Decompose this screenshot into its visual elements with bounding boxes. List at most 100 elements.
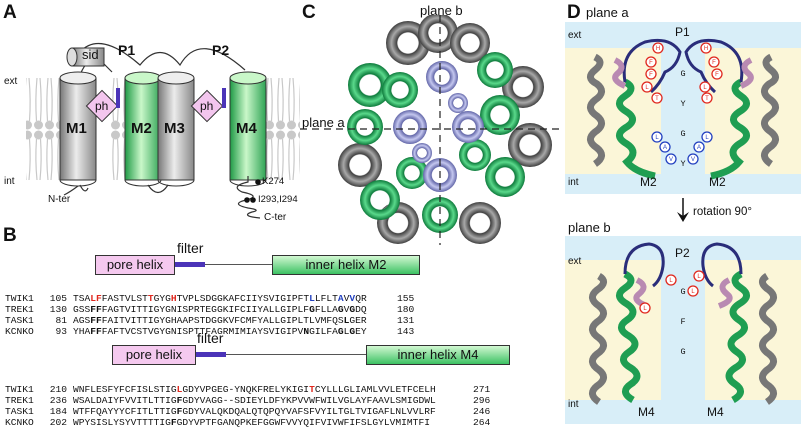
pore-helix-2 [190, 89, 224, 123]
pore-helix-1 [85, 89, 119, 123]
green-helix-right-d2 [725, 270, 750, 404]
lavender-helix-5 [448, 93, 468, 113]
inner-helix-m4-bar: inner helix M4 [366, 345, 510, 365]
c-terminal-tail [236, 176, 261, 219]
sequence-kcnk0-b: WPYSISLYSYVTTTTIGFGDYVPTFGANQPKEFGGWFVVY… [73, 417, 430, 428]
green-helix-9 [396, 157, 428, 189]
green-helix-left-d2 [616, 270, 641, 404]
sequence-task1-b: WTFFQAYYYCFITLTTIGFGDYVALQKDQALQTQPQYVAF… [73, 406, 436, 417]
i293-marker [244, 197, 250, 203]
lavender-helix-6 [412, 143, 432, 163]
filter-bar-block-1 [175, 262, 205, 267]
m1-helix [59, 71, 97, 187]
int-label: int [4, 176, 15, 187]
grey-helix-bottom-right [459, 202, 501, 244]
green-helix-6 [422, 197, 458, 233]
green-helix-8 [347, 109, 383, 145]
int-label-d2: int [568, 399, 579, 410]
p2-label: P2 [212, 42, 230, 58]
green-helix-3 [477, 52, 513, 88]
grey-helix-right-d1 [761, 53, 779, 167]
green-helix-5 [485, 157, 525, 197]
svg-text:V: V [691, 157, 695, 163]
svg-text:L: L [643, 306, 647, 312]
plane-a-line-extension [300, 128, 330, 130]
m2-right-label: M2 [709, 175, 726, 189]
i294-marker [250, 197, 256, 203]
plane-b-label-d: plane b [568, 220, 611, 235]
k274-label: K274 [262, 176, 285, 187]
pore-helix-bar-1: pore helix [95, 255, 175, 275]
green-helix-10 [459, 139, 491, 171]
alignment-block-1-header: pore helix filter inner helix M2 [0, 240, 420, 278]
plane-a-label: plane a [302, 115, 345, 130]
residue-circles-blue-right [687, 131, 713, 165]
green-helix-1 [348, 63, 392, 107]
green-helix-2 [382, 72, 418, 108]
svg-text:L: L [691, 289, 695, 295]
inner-helix-m2-bar: inner helix M2 [272, 255, 420, 275]
svg-text:L: L [697, 274, 701, 280]
alignment-block-2-header: pore helix filter inner helix M4 [0, 330, 520, 369]
svg-text:F: F [649, 72, 653, 78]
ph1-label: ph [95, 99, 109, 113]
svg-text:L: L [703, 85, 707, 91]
sequence-twik1-b: WNFLESFYFCFISLSTIGLGDYVPGEG-YNQKFRELYKIG… [73, 384, 436, 395]
residue-circles-blue-left [651, 131, 677, 165]
filter-letters-top: G Y G Y [680, 69, 686, 169]
ext-label-d1: ext [568, 30, 582, 41]
panel-a-topology-diagram [26, 43, 300, 219]
green-helix-left-d1 [616, 78, 656, 180]
pore-helix-right-d1 [739, 57, 754, 89]
lavender-helix-1 [426, 61, 458, 93]
rotation-label: rotation 90° [693, 206, 752, 218]
p2-label-d: P2 [675, 246, 690, 260]
panel-b-letter: B [3, 225, 17, 246]
svg-text:H: H [656, 46, 660, 52]
svg-text:L: L [645, 85, 649, 91]
grey-helix-left [338, 143, 382, 187]
green-helix-7 [360, 180, 400, 220]
m3-helix [157, 71, 195, 187]
p1-loop-left [622, 38, 682, 94]
m4-helix [229, 71, 267, 187]
pore-helix-left-d1 [612, 57, 627, 89]
svg-text:L: L [655, 135, 659, 141]
sequence-trek1-b: WSALDAIYFVVITLTTIGFGDYVAGG--SDIEYLDFYKPV… [73, 395, 436, 406]
svg-text:L: L [669, 278, 673, 284]
grey-helix-right-bottom [508, 123, 552, 167]
sequence-task1-a: AGSFFFAITVITTIGYGHAAPSTDGGKVFCMFYALLGIPL… [73, 315, 367, 326]
sid-label: sid [82, 47, 99, 62]
c-ter-label: C-ter [264, 212, 287, 223]
lavender-helix-2 [452, 111, 484, 143]
p1-label: P1 [118, 42, 136, 58]
svg-text:T: T [655, 96, 659, 102]
grey-helix-right-top [502, 66, 544, 108]
n-ter-label: N-ter [48, 194, 71, 205]
m4-label: M4 [236, 120, 257, 137]
svg-text:T: T [705, 96, 709, 102]
svg-text:F: F [715, 72, 719, 78]
green-helix-right-d1 [710, 78, 750, 180]
ext-label-d2: ext [568, 256, 582, 267]
panel-c-letter: C [302, 2, 316, 23]
filter-label-2: filter [197, 330, 224, 346]
panel-d-letter: D [567, 2, 581, 23]
m2-helix [124, 71, 162, 187]
m1-label: M1 [66, 120, 87, 137]
m2-left-label: M2 [640, 175, 657, 189]
svg-text:A: A [663, 145, 667, 151]
filter-bar-1 [116, 88, 120, 108]
ph2-label: ph [200, 99, 214, 113]
int-label-d1: int [568, 177, 579, 188]
p1-label-d: P1 [675, 25, 690, 39]
channel-top-view-structure [330, 15, 560, 245]
residue-circles-red-right [699, 42, 723, 104]
i293-label: I293,I294 [258, 194, 298, 205]
